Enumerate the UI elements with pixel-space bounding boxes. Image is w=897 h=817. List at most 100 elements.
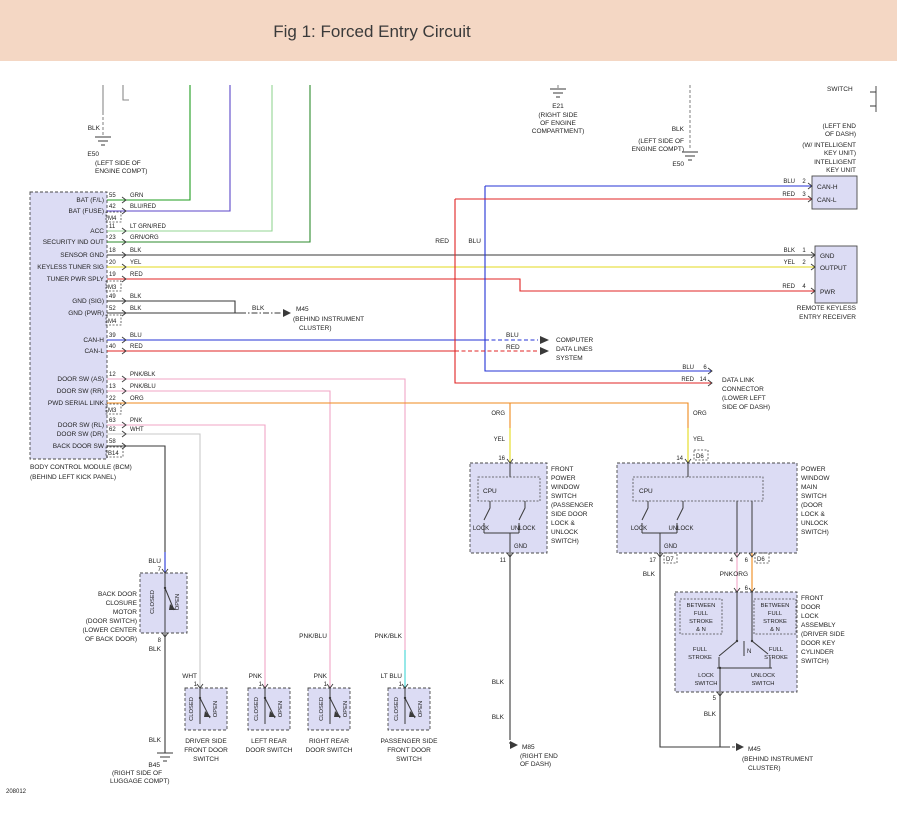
door-switch-internals <box>199 688 416 724</box>
passenger-door-switch-box <box>387 687 431 731</box>
bcm-conn-m3a-box <box>105 280 122 292</box>
ground-id: E50 <box>87 151 99 158</box>
wire-color-label: LT BLU <box>381 673 403 680</box>
motor-switch-blade-arrow-icon <box>169 604 176 610</box>
connector-id: D6 <box>757 557 765 563</box>
door-lock-assembly: 6 BETWEEN FULL STROKE & N BETWEEN FULL S… <box>687 586 846 718</box>
bcm-pin-color: ORG <box>130 396 144 402</box>
data-line-red-arrow-icon <box>540 347 549 355</box>
mpws-conn-d6-bottom-box <box>754 552 770 564</box>
pin-number: 6 <box>745 586 749 592</box>
wire-color-label: BLK <box>643 571 656 578</box>
caption-line: SWITCH <box>801 493 827 500</box>
caption-line: LOCK <box>801 613 819 620</box>
caption-line: WINDOW <box>801 475 830 482</box>
pin-number: 3 <box>802 192 806 198</box>
neutral-label: N <box>747 649 751 655</box>
pin-number: 6 <box>745 558 749 564</box>
wire-color-label: RED <box>681 377 694 383</box>
main-pw-switch: ORG YEL 14 D6 CPU LOCK UNLOCK GND 17 D7 … <box>631 411 831 578</box>
bcm-pin-num: 58 <box>109 439 116 445</box>
between-label: & N <box>770 627 780 633</box>
intelligent-key-unit: (LEFT END OF DASH) (W/ INTELLIGENT KEY U… <box>782 123 856 204</box>
wire-security-ind <box>107 85 311 243</box>
wire-color-label: PNK/BLK <box>375 633 403 640</box>
wire-color-label: BLK <box>149 646 162 653</box>
bcm-pin-num: 11 <box>109 224 116 230</box>
driver-switch-blade-arrow-icon <box>204 711 211 717</box>
between-left-box <box>679 598 723 635</box>
pin-signal: GND <box>820 253 835 260</box>
right-rear-switch-blade-arrow-icon <box>334 711 341 717</box>
wire-color-label: RED <box>782 192 795 198</box>
open-label: OPEN <box>213 701 219 717</box>
caption-line: (DRIVER SIDE <box>801 631 845 638</box>
ground-location: (RIGHT SIDE OF <box>112 770 162 777</box>
bcm-pin-signal: CAN-H <box>83 337 104 344</box>
caption-line: (LOWER CENTER <box>82 627 137 634</box>
wire-color-label: YEL <box>784 260 796 266</box>
wire-color-label: ORG <box>733 571 748 578</box>
pin-number: 4 <box>730 558 734 564</box>
wire-color-label: BLU <box>682 365 694 371</box>
wire-top-stubs <box>102 85 691 150</box>
pin-signal: CAN-L <box>817 197 837 204</box>
ground-location: ENGINE COMPT) <box>632 146 684 153</box>
caption-line: FRONT <box>551 466 573 473</box>
m85-connector: M85 (RIGHT END OF DASH) <box>520 744 558 768</box>
caption-line: (W/ INTELLIGENT <box>802 142 856 149</box>
wire-door-sw-rr <box>107 390 331 688</box>
bcm-pin-color: GRN <box>130 193 143 199</box>
caption-line: POWER <box>551 475 576 482</box>
caption-line: DATA LINK <box>722 377 755 384</box>
wire-color-label: BLK <box>149 737 162 744</box>
unlock-label: UNLOCK <box>668 526 693 532</box>
wire-color-label: BLK <box>492 679 505 686</box>
caption-line: REMOTE KEYLESS <box>797 305 857 312</box>
pin-number: 16 <box>498 456 505 462</box>
ground-location: (RIGHT SIDE <box>538 112 578 119</box>
m45-bottom-connector: M45 (BEHIND INSTRUMENT CLUSTER) <box>742 746 813 772</box>
fpws-cpu-box <box>477 476 541 502</box>
wire-lock-gnd <box>719 692 721 747</box>
bcm-pin-color: BLK <box>130 294 141 300</box>
bcm-pin-num: 12 <box>109 372 116 378</box>
bcm-pin-signal: DOOR SW (AS) <box>57 376 104 383</box>
bcm-pin-color: PNK/BLK <box>130 372 155 378</box>
front-pw-switch-box <box>469 462 548 554</box>
ground-labels: BLK E50 (LEFT SIDE OF ENGINE COMPT) E21 … <box>87 86 853 785</box>
wire-color-label: RED <box>435 238 449 245</box>
bcm-pin-signal: TUNER PWR SPLY <box>47 276 105 283</box>
caption-line: ENTRY RECEIVER <box>799 314 856 321</box>
connector-id: M85 <box>522 744 535 751</box>
bcm-pin-num: 55 <box>109 193 116 199</box>
lock-label: LOCK <box>473 526 489 532</box>
wire-door-sw-dr <box>107 433 201 688</box>
bcm-pin-color: WHT <box>130 427 144 433</box>
bcm-pin-num: 20 <box>109 260 116 266</box>
connector-location: (RIGHT END <box>520 753 558 760</box>
bcm-pin-color: YEL <box>130 260 142 266</box>
bcm-pin-signal: GND (SIG) <box>72 298 104 305</box>
bcm-pin-signal: ACC <box>90 228 104 235</box>
caption-line: CLOSURE <box>106 600 138 607</box>
wire-color-label: PNK <box>314 673 328 680</box>
ground-location: LUGGAGE COMPT) <box>110 778 170 785</box>
pin-number: 8 <box>158 638 162 644</box>
pin-signal: OUTPUT <box>820 265 847 272</box>
caption-line: DRIVER SIDE <box>185 738 227 745</box>
wire-color-label: YEL <box>494 437 506 443</box>
wire-bcm-gnd <box>107 300 282 314</box>
caption-line: MAIN <box>801 484 818 491</box>
page-title: Fig 1: Forced Entry Circuit <box>273 22 471 41</box>
pin-number: 6 <box>703 365 707 371</box>
left-rear-switch-blade-arrow-icon <box>269 711 276 717</box>
wire-acc <box>107 85 273 232</box>
pin-number: 2 <box>802 260 806 266</box>
bcm-pin-signal: BAT (F/L) <box>76 197 104 204</box>
bcm-pin-color: BLU/RED <box>130 204 157 210</box>
caption-line: BACK DOOR <box>98 591 137 598</box>
ground-id: B45 <box>148 762 160 769</box>
between-label: FULL <box>694 611 709 617</box>
pin-signal: CAN-H <box>817 184 838 191</box>
